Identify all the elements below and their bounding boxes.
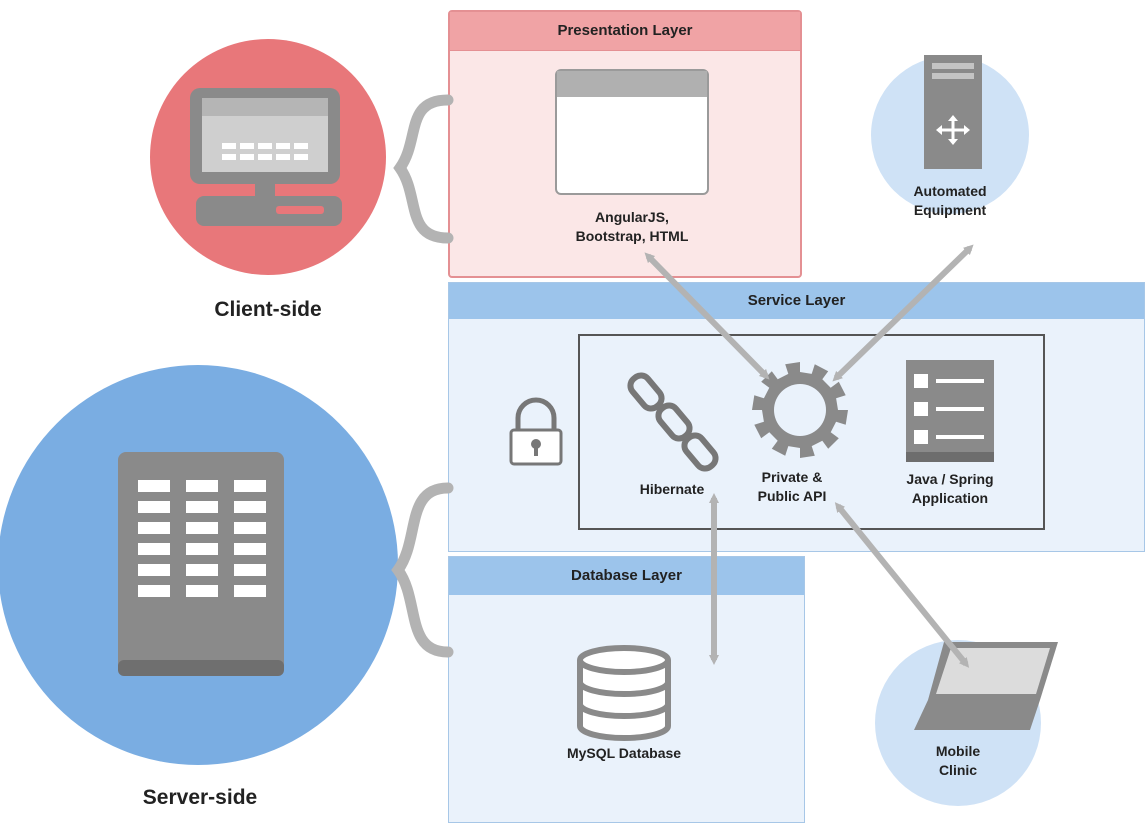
chain-link-icon: [627, 372, 719, 472]
presentation-tech-line2: Bootstrap, HTML: [575, 228, 689, 244]
hibernate-label: Hibernate: [639, 481, 705, 497]
browser-window-icon: [555, 69, 709, 195]
rack-slot: [138, 585, 170, 597]
client-side-label: Client-side: [214, 298, 322, 321]
rack-slot: [234, 543, 266, 555]
presentation-tech-label: AngularJS, Bootstrap, HTML: [540, 208, 724, 246]
rack-slot: [186, 585, 218, 597]
api-line1: Private &: [761, 469, 823, 485]
service-layer-title: Service Layer: [449, 283, 1144, 319]
rack-slot: [234, 522, 266, 534]
rack-slot: [186, 501, 218, 513]
arrow-equipment-to-api: [832, 244, 974, 382]
client-bracket: [393, 94, 454, 244]
rack-slot: [186, 564, 218, 576]
rack-slot: [138, 522, 170, 534]
api-line2: Public API: [757, 488, 827, 504]
java-spring-label: Java / Spring Application: [880, 470, 1020, 508]
server-rack-slots: [138, 480, 266, 597]
rack-slot: [138, 564, 170, 576]
rack-slot: [138, 543, 170, 555]
automated-equipment-label: Automated Equipment: [890, 182, 1010, 220]
equipment-server-icon: [924, 55, 982, 169]
java-spring-line2: Application: [911, 490, 989, 506]
service-inner-box: [578, 334, 1045, 530]
lock-icon: [509, 397, 563, 466]
rack-slot: [234, 480, 266, 492]
api-label: Private & Public API: [742, 468, 842, 506]
mysql-database-label: MySQL Database: [566, 745, 682, 761]
gear-icon: [752, 362, 848, 458]
rack-slot: [186, 543, 218, 555]
server-bracket: [391, 482, 454, 658]
arrow-api-to-mobile-clinic: [834, 502, 970, 668]
arrow-presentation-to-api: [644, 252, 770, 380]
java-spring-line1: Java / Spring: [906, 471, 994, 487]
mobile-clinic-label: Mobile Clinic: [918, 742, 998, 780]
rack-slot: [186, 480, 218, 492]
rack-slot: [186, 522, 218, 534]
service-layer-panel: Service Layer: [448, 282, 1145, 552]
automated-equipment-line2: Equipment: [913, 202, 987, 218]
database-layer-panel: Database Layer: [448, 556, 805, 823]
presentation-layer-panel: Presentation Layer: [448, 10, 802, 278]
mobile-clinic-line1: Mobile: [935, 743, 981, 759]
automated-equipment-line1: Automated: [913, 183, 987, 199]
rack-slot: [138, 480, 170, 492]
rack-slot: [138, 501, 170, 513]
database-icon: [577, 645, 671, 741]
document-list-icon: [906, 360, 994, 462]
database-layer-title: Database Layer: [449, 557, 804, 595]
rack-slot: [234, 564, 266, 576]
mobile-clinic-line2: Clinic: [938, 762, 978, 778]
rack-slot: [234, 501, 266, 513]
server-side-label: Server-side: [142, 786, 258, 809]
presentation-layer-title: Presentation Layer: [450, 12, 800, 51]
rack-slot: [234, 585, 266, 597]
desktop-computer-icon: [190, 88, 342, 226]
presentation-tech-line1: AngularJS,: [595, 209, 669, 225]
